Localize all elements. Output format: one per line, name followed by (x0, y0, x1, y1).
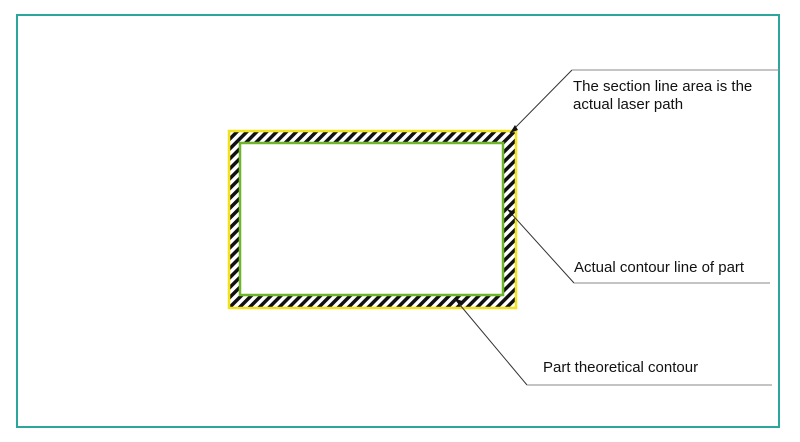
leader-theoretical-contour (454, 298, 528, 386)
leader-actual-contour (507, 209, 575, 284)
label-laser-path-line1: The section line area is the (573, 78, 752, 95)
label-theoretical-contour: Part theoretical contour (543, 359, 698, 376)
leader-laser-path (509, 69, 573, 134)
arrow-theoretical-contour (454, 298, 462, 305)
arrow-laser-path (510, 125, 518, 133)
arrow-actual-contour (507, 209, 515, 216)
actual-contour-rect (238, 141, 505, 297)
label-actual-contour: Actual contour line of part (574, 259, 745, 276)
label-laser-path-line2: actual laser path (573, 96, 683, 113)
